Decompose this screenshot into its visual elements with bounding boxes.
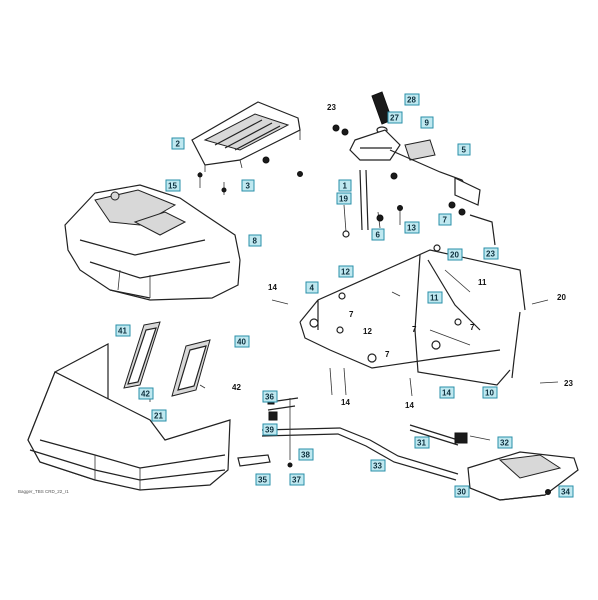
svg-text:28: 28	[407, 96, 416, 105]
callout-33: 33	[370, 459, 386, 472]
svg-text:27: 27	[390, 114, 399, 123]
callout-34: 34	[558, 485, 574, 498]
callout-32: 32	[497, 436, 513, 449]
label-20-right: 20	[557, 293, 566, 302]
callout-6: 6	[371, 228, 385, 241]
label-14-mid: 14	[341, 398, 350, 407]
svg-text:32: 32	[500, 439, 509, 448]
svg-text:20: 20	[450, 251, 459, 260]
label-23-right: 23	[564, 379, 573, 388]
label-7-right: 7	[470, 323, 475, 332]
callout-27: 27	[387, 111, 403, 124]
callout-21: 21	[151, 409, 167, 422]
svg-text:36: 36	[265, 393, 274, 402]
callout-2: 2	[171, 137, 185, 150]
callout-23: 23	[483, 247, 499, 260]
callout-19: 19	[336, 192, 352, 205]
callout-39: 39	[262, 423, 278, 436]
callout-38: 38	[298, 448, 314, 461]
footer-code: Bagger_TBS CRD_22_r1	[18, 489, 69, 494]
label-7-low: 7	[412, 325, 417, 334]
svg-text:2: 2	[176, 140, 181, 149]
bagger-frame	[271, 244, 559, 397]
callout-40: 40	[234, 335, 250, 348]
plain-labels: 23 7 14 11 20 7 7 12 7 14 23 14 42	[232, 103, 573, 410]
svg-text:11: 11	[430, 294, 439, 303]
callout-7: 7	[438, 213, 452, 226]
svg-text:15: 15	[168, 182, 177, 191]
callout-1: 1	[338, 179, 352, 192]
svg-text:4: 4	[310, 284, 315, 293]
svg-text:37: 37	[292, 476, 301, 485]
callout-4: 4	[305, 281, 319, 294]
svg-text:38: 38	[301, 451, 310, 460]
svg-text:6: 6	[376, 231, 381, 240]
handle-rod	[237, 397, 491, 481]
svg-text:42: 42	[141, 390, 150, 399]
svg-text:14: 14	[442, 389, 451, 398]
grass-bag	[27, 343, 231, 491]
callout-20: 20	[447, 248, 463, 261]
svg-text:9: 9	[425, 119, 430, 128]
callout-28: 28	[404, 93, 420, 106]
main-hood	[64, 184, 241, 301]
svg-text:23: 23	[486, 250, 495, 259]
callout-14: 14	[439, 386, 455, 399]
callout-8: 8	[248, 234, 262, 247]
callout-35: 35	[255, 473, 271, 486]
lift-handle-assembly	[332, 91, 496, 246]
tubes	[123, 321, 211, 402]
label-11: 11	[478, 278, 487, 287]
svg-text:30: 30	[457, 488, 466, 497]
callout-13: 13	[404, 221, 420, 234]
callout-3: 3	[241, 179, 255, 192]
svg-text:39: 39	[265, 426, 274, 435]
callout-9: 9	[420, 116, 434, 129]
svg-text:8: 8	[253, 237, 258, 246]
callout-37: 37	[289, 473, 305, 486]
svg-text:12: 12	[341, 268, 350, 277]
label-7-top: 7	[349, 310, 354, 319]
svg-text:31: 31	[417, 439, 426, 448]
svg-text:7: 7	[443, 216, 448, 225]
svg-text:21: 21	[154, 412, 163, 421]
label-7-mid: 7	[385, 350, 390, 359]
hood-upper-panel	[191, 101, 303, 195]
svg-text:5: 5	[462, 146, 467, 155]
label-14-low: 14	[405, 401, 414, 410]
svg-text:33: 33	[373, 462, 382, 471]
callout-12: 12	[338, 265, 354, 278]
callout-10: 10	[482, 386, 498, 399]
svg-text:10: 10	[485, 389, 494, 398]
label-14-left: 14	[268, 283, 277, 292]
callout-11: 11	[427, 291, 443, 304]
label-23-top: 23	[327, 103, 336, 112]
svg-text:1: 1	[343, 182, 348, 191]
callout-5: 5	[457, 143, 471, 156]
svg-text:19: 19	[339, 195, 348, 204]
svg-text:34: 34	[561, 488, 570, 497]
deflector-chute	[467, 451, 579, 501]
svg-text:13: 13	[407, 224, 416, 233]
callout-36: 36	[262, 390, 278, 403]
callout-31: 31	[414, 436, 430, 449]
svg-text:3: 3	[246, 182, 251, 191]
callouts: 2 15 3 8 28 27 9 5 1 19 6 13 7 23 12 20 …	[115, 93, 574, 498]
svg-text:35: 35	[258, 476, 267, 485]
callout-42: 42	[138, 387, 154, 400]
callout-30: 30	[454, 485, 470, 498]
svg-text:40: 40	[237, 338, 246, 347]
label-12-mid: 12	[363, 327, 372, 336]
label-42-right: 42	[232, 383, 241, 392]
svg-text:41: 41	[118, 327, 127, 336]
callout-15: 15	[165, 179, 181, 192]
callout-41: 41	[115, 324, 131, 337]
